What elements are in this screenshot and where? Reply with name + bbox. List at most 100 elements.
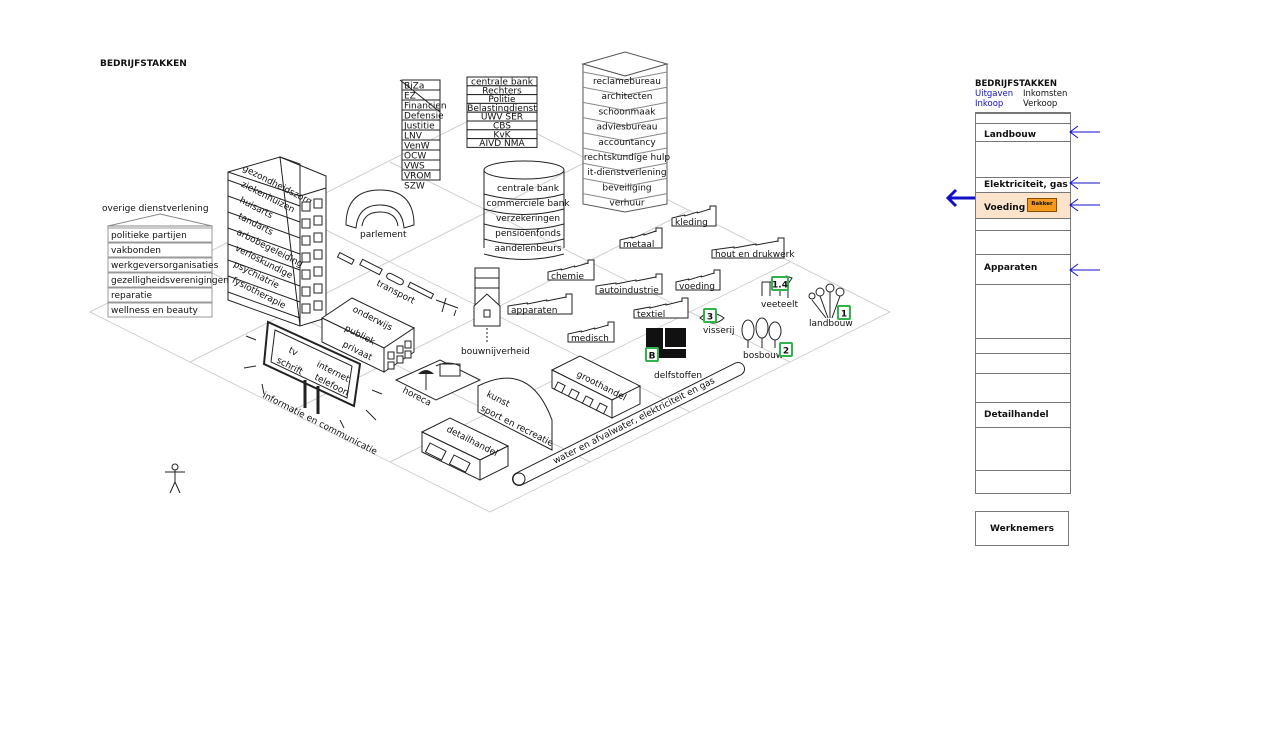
- factory-textiel[interactable]: textiel: [634, 298, 688, 320]
- factory-label-metaal: metaal: [623, 240, 654, 250]
- overige-item: werkgeversorganisaties: [111, 261, 219, 271]
- arrow-voeding-icon: [1070, 199, 1100, 211]
- landbouw-label: landbouw: [809, 319, 853, 329]
- organisations-table[interactable]: centrale bankRechtersPolitieBelastingdie…: [467, 77, 537, 149]
- health-window: [302, 304, 310, 313]
- horeca[interactable]: horeca: [396, 360, 480, 409]
- overige-item: politieke partijen: [111, 231, 187, 241]
- marker-label-visserij: 3: [707, 313, 713, 323]
- factory-label-chemie: chemie: [551, 272, 584, 282]
- tower-item: it-dienstverlening: [587, 168, 666, 178]
- health-window: [314, 301, 322, 310]
- tower-item: adviesbureau: [597, 123, 658, 133]
- informatie-label: informatie en communicatie: [261, 391, 379, 458]
- factory-label-textiel: textiel: [637, 310, 665, 320]
- bouwnijverheid-label: bouwnijverheid: [461, 347, 530, 357]
- health-window: [314, 233, 322, 242]
- groothandel-building[interactable]: groothandel: [552, 356, 640, 418]
- panel-row-2: Inkoop Verkoop: [975, 99, 1071, 109]
- tower-item: accountancy: [598, 138, 656, 148]
- segment-empty-7[interactable]: [976, 373, 1070, 402]
- bosbouw-label: bosbouw: [743, 351, 783, 361]
- health-window: [302, 253, 310, 262]
- overige-item: wellness en beauty: [111, 306, 198, 316]
- marker-label-delfstoffen: B: [649, 352, 656, 362]
- segment-detailhandel[interactable]: Detailhandel: [976, 402, 1070, 427]
- cylinder-item: centrale bank: [497, 184, 560, 194]
- tower-item: architecten: [602, 92, 653, 102]
- overige-dienstverlening[interactable]: overige dienstverlening politieke partij…: [102, 204, 229, 317]
- parlement[interactable]: parlement: [346, 190, 414, 240]
- marker-label-landbouw: 1: [841, 310, 847, 320]
- overige-item: vakbonden: [111, 246, 161, 256]
- factory-autoindustrie[interactable]: autoindustrie: [596, 274, 662, 296]
- marker-label-veeteelt: 1.4: [772, 281, 788, 291]
- segment-detailhandel-label: Detailhandel: [984, 410, 1049, 420]
- cylinder-item: verzekeringen: [496, 214, 560, 224]
- health-window: [314, 199, 322, 208]
- segment-empty-4[interactable]: [976, 284, 1070, 338]
- overige-item: gezelligheidsverenigingen: [111, 276, 229, 286]
- inkomsten-label[interactable]: Inkomsten: [1023, 89, 1071, 99]
- factory-medisch[interactable]: medisch: [568, 322, 614, 344]
- flow-arrows: [940, 120, 1110, 280]
- ministries-list[interactable]: BiZaEZFinancienDefensieJustitieLNVVenWOC…: [400, 80, 447, 192]
- person-icon: [165, 464, 185, 493]
- health-window: [314, 267, 322, 276]
- werknemers-box[interactable]: Werknemers: [975, 511, 1069, 546]
- factory-voeding[interactable]: voeding: [676, 270, 720, 292]
- cylinder-item: commerciele bank: [486, 199, 570, 209]
- tower-item: rechtskundige hulp: [584, 153, 670, 163]
- parlement-label: parlement: [360, 230, 407, 240]
- segment-empty-8[interactable]: [976, 427, 1070, 470]
- overige-header: overige dienstverlening: [102, 204, 209, 214]
- tower-item: beveiliging: [602, 183, 651, 193]
- health-window: [302, 219, 310, 228]
- cylinder-ring: [484, 254, 564, 260]
- bosbouw[interactable]: bosbouw: [742, 318, 783, 361]
- health-window: [302, 287, 310, 296]
- factory-kleding[interactable]: kleding: [672, 206, 716, 228]
- inkoop-label[interactable]: Inkoop: [975, 99, 1023, 109]
- factory-label-apparaten: apparaten: [511, 306, 557, 316]
- panel-title: BEDRIJFSTAKKEN: [975, 79, 1071, 89]
- cylinder-item: pensioenfonds: [495, 229, 561, 239]
- page-title: BEDRIJFSTAKKEN: [100, 59, 187, 69]
- factory-label-hout: hout en drukwerk: [715, 250, 795, 260]
- arrow-elektriciteit-icon: [1070, 177, 1100, 189]
- health-window: [314, 250, 322, 259]
- factory-hout[interactable]: hout en drukwerk: [712, 238, 795, 260]
- gezondheidszorg-building[interactable]: gezondheidszorgziekenhuizenhuisartstanda…: [228, 157, 326, 326]
- uitgaven-label[interactable]: Uitgaven: [975, 89, 1023, 99]
- segment-empty-9[interactable]: [976, 470, 1070, 493]
- business-services-tower[interactable]: reclamebureauarchitectenschoonmaakadvies…: [583, 52, 670, 212]
- health-window: [302, 202, 310, 211]
- detailhandel-building[interactable]: detailhandel: [422, 418, 508, 480]
- visserij-label: visserij: [703, 326, 734, 336]
- side-panel: BEDRIJFSTAKKEN Uitgaven Inkomsten Inkoop…: [975, 79, 1071, 109]
- health-window: [314, 216, 322, 225]
- panel-row-1: Uitgaven Inkomsten: [975, 89, 1071, 99]
- finance-cylinder[interactable]: centrale bank commerciele bank verzekering…: [484, 161, 570, 260]
- factory-chemie[interactable]: chemie: [548, 260, 594, 282]
- ministry-item: VROM: [404, 172, 431, 182]
- ministry-item: SZW: [404, 182, 425, 192]
- veeteelt-label: veeteelt: [761, 300, 799, 310]
- segment-empty-5[interactable]: [976, 338, 1070, 353]
- health-window: [314, 284, 322, 293]
- verkoop-label[interactable]: Verkoop: [1023, 99, 1071, 109]
- organisation-item: AIVD NMA: [479, 139, 525, 149]
- factory-metaal[interactable]: metaal: [620, 228, 662, 250]
- big-left-arrow-icon: [948, 190, 975, 206]
- overige-item: reparatie: [111, 291, 153, 301]
- health-window: [302, 270, 310, 279]
- segment-empty-6[interactable]: [976, 353, 1070, 373]
- marker-label-bosbouw: 2: [783, 347, 789, 357]
- cylinder-item: aandelenbeurs: [494, 244, 561, 254]
- arrow-landbouw-icon: [1070, 126, 1100, 138]
- arrow-apparaten-icon: [1070, 264, 1100, 276]
- tower-item: reclamebureau: [593, 77, 661, 87]
- factory-label-autoindustrie: autoindustrie: [599, 286, 659, 296]
- factory-label-medisch: medisch: [571, 334, 609, 344]
